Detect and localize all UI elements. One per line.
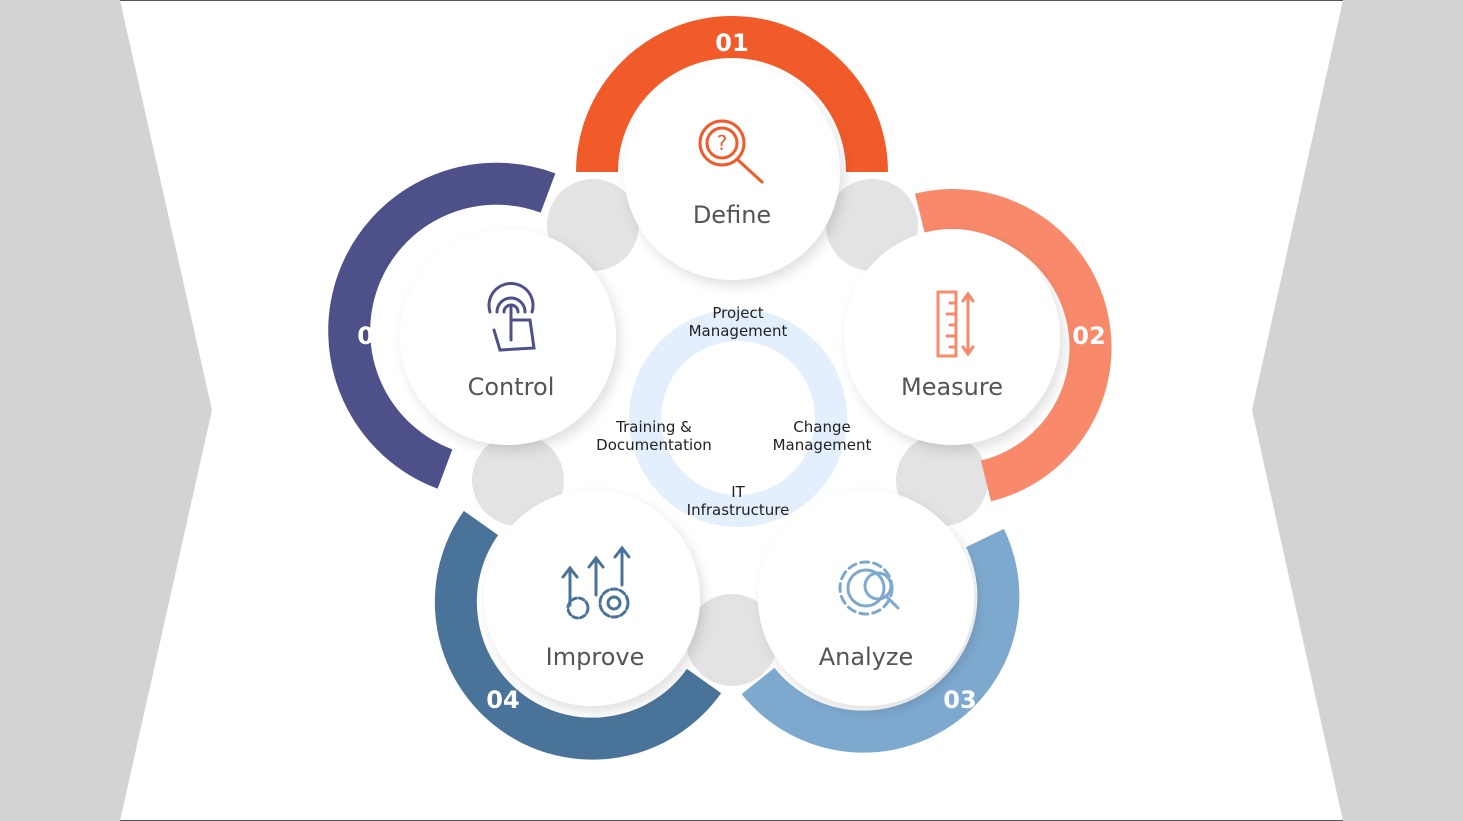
phase-number-02: 02	[1072, 322, 1105, 350]
ruler-icon	[936, 290, 975, 358]
magnifier-question-icon: ?	[698, 119, 764, 184]
arc-analyze	[741, 528, 1020, 753]
phase-label-measure: Measure	[901, 373, 1003, 401]
gear-magnifier-icon	[838, 560, 900, 616]
center-label-project: Project	[712, 304, 763, 322]
left-side-panel	[0, 0, 212, 821]
phase-label-control: Control	[468, 373, 555, 401]
arc-define	[576, 16, 888, 173]
fingerprint-touch-icon	[487, 281, 536, 352]
center-label-project-management: Management	[689, 322, 788, 340]
phase-arcs	[328, 16, 1112, 760]
center-label-change: Change	[793, 418, 850, 436]
circle-analyze	[758, 490, 974, 706]
circle-improve	[484, 490, 700, 706]
phase-number-04: 04	[486, 686, 519, 714]
gears-arrows-icon	[561, 545, 631, 620]
phase-label-improve: Improve	[546, 643, 645, 671]
phase-label-define: Define	[693, 201, 771, 229]
phase-number-03: 03	[943, 686, 976, 714]
center-label-documentation: Documentation	[596, 436, 712, 454]
arc-control	[328, 162, 556, 489]
right-side-panel	[1252, 0, 1463, 821]
circle-define	[624, 64, 840, 280]
center-label-change-management: Management	[773, 436, 872, 454]
center-ring	[629, 309, 847, 527]
circle-control	[400, 229, 616, 445]
arc-improve	[434, 510, 722, 760]
center-label-it: IT	[731, 483, 745, 501]
center-label-infrastructure: Infrastructure	[687, 501, 790, 519]
arc-measure	[914, 189, 1112, 502]
phase-label-analyze: Analyze	[819, 643, 914, 671]
connectors	[472, 179, 988, 686]
center-label-training: Training &	[615, 418, 692, 436]
phase-number-01: 01	[715, 29, 748, 57]
svg-text:?: ?	[717, 131, 728, 155]
phase-circles	[400, 64, 1060, 706]
phase-number-05: 05	[357, 322, 390, 350]
